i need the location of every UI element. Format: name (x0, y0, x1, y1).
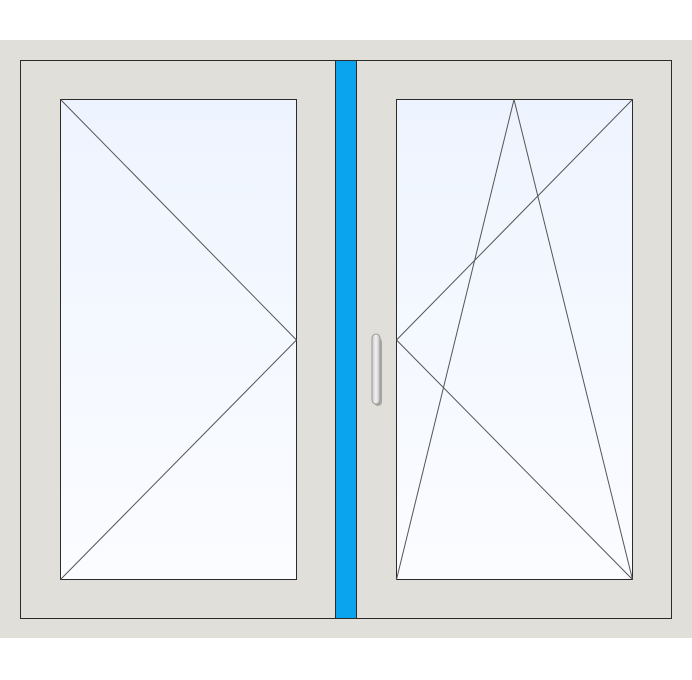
right-turn-indicator-upper (396, 99, 633, 341)
window-handle[interactable] (371, 333, 382, 406)
right-glass-pane (396, 99, 633, 580)
right-turn-indicator-lower (396, 339, 633, 580)
right-tilt-indicator-right (513, 99, 633, 580)
right-sash (356, 60, 672, 619)
left-turn-indicator-upper (60, 99, 297, 341)
right-tilt-indicator-left (396, 99, 515, 580)
left-turn-indicator-lower (60, 339, 297, 580)
left-sash (20, 60, 336, 619)
left-glass-pane (60, 99, 297, 580)
handle-grip[interactable] (371, 333, 381, 405)
central-mullion (335, 60, 357, 619)
